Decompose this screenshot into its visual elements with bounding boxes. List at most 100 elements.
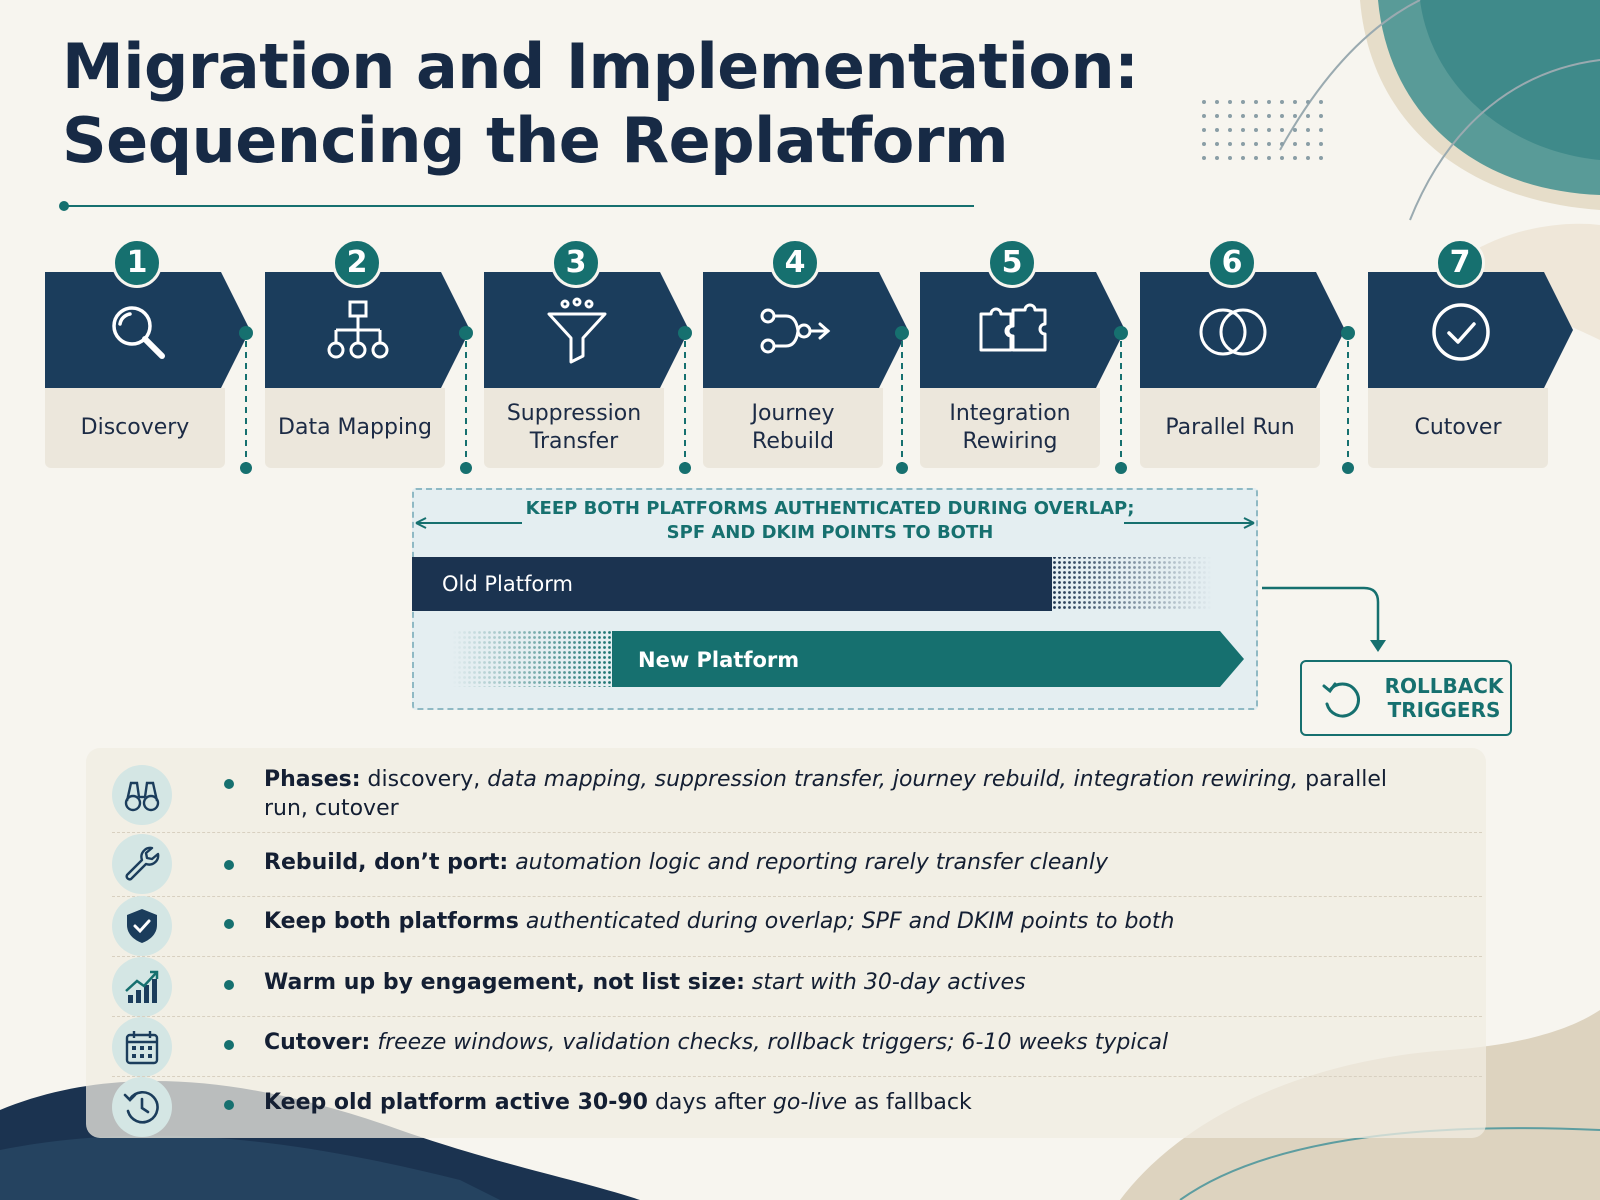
decor-dot [1319,114,1323,118]
bullet-dot [224,1100,234,1110]
step-label: Data Mapping [265,388,445,468]
decor-dot [1280,128,1284,132]
decor-dot [1202,156,1206,160]
decor-dot [1215,100,1219,104]
step-header [265,272,470,388]
calendar-icon [125,1031,159,1065]
step-number: 7 [1435,238,1485,288]
step-header [1140,272,1345,388]
rollback-icon [1322,682,1360,718]
step-label: Discovery [45,388,225,468]
row-divider [112,1016,1482,1017]
decor-dot [1254,128,1258,132]
puzzle-icon [979,303,1047,352]
decor-dot [1293,156,1297,160]
decor-dot [1228,128,1232,132]
decor-dot [1267,128,1271,132]
step-discovery: 1 Discovery [45,238,250,468]
page-title: Migration and Implementation: Sequencing… [62,30,1139,177]
journey-branch-icon [760,308,831,354]
hierarchy-icon [327,300,389,359]
step-label: Parallel Run [1140,388,1320,468]
binoculars-icon [124,781,160,812]
decor-dot [1306,114,1310,118]
step-header [1368,272,1573,388]
decor-dot [1306,100,1310,104]
step-header [703,272,908,388]
decor-dot [1241,100,1245,104]
decor-dot [1280,100,1284,104]
bullet-icon [112,1077,172,1137]
decor-dot [1215,128,1219,132]
step-label: Suppression Transfer [484,388,664,468]
decor-dot [1306,128,1310,132]
step-number: 1 [112,238,162,288]
row-divider [112,896,1482,897]
bullet-icon [112,765,172,825]
step-label: Integration Rewiring [920,388,1100,468]
overlapping-circles-icon [1199,308,1267,356]
decor-dot [1254,114,1258,118]
growth-chart-icon [125,970,159,1003]
step-suppression-transfer: 3 Suppression Transfer [484,238,689,468]
decor-dot [1228,142,1232,146]
overlap-note: KEEP BOTH PLATFORMS AUTHENTICATED DURING… [525,498,1135,543]
bullet-dot [224,1040,234,1050]
decor-dot [1228,156,1232,160]
step-journey-rebuild: 4 Journey Rebuild [703,238,908,468]
bullet-text: Rebuild, don’t port: automation logic an… [264,850,1108,875]
decor-dot [1280,156,1284,160]
decor-dot [1228,100,1232,104]
decor-dot [1267,114,1271,118]
decor-dot [1293,142,1297,146]
bullet-icon [112,1017,172,1077]
decor-dot [1215,114,1219,118]
funnel-icon [547,297,607,364]
new-platform-bar-label: New Platform [638,648,800,672]
step-number: 2 [332,238,382,288]
step-header [484,272,689,388]
decor-dot [1293,100,1297,104]
decor-dot [1319,100,1323,104]
check-circle-icon [1432,303,1490,361]
wrench-icon [125,846,160,881]
shield-check-icon [127,909,157,943]
step-connector [459,326,473,474]
rollback-arrow [1262,586,1386,652]
decor-dot [1319,128,1323,132]
overlap-span-arrows [415,517,1255,529]
row-divider [112,1076,1482,1077]
step-parallel-run: 6 Parallel Run [1140,238,1345,468]
decor-dot [1293,114,1297,118]
step-connector [239,326,253,474]
row-divider [112,832,1482,833]
row-divider [112,956,1482,957]
decor-dot [1241,128,1245,132]
step-data-mapping: 2 Data Mapping [265,238,470,468]
decor-dot [1202,114,1206,118]
step-connector [1114,326,1128,474]
bullet-dot [224,779,234,789]
decor-dot [1215,142,1219,146]
bullet-text: Phases: discovery, data mapping, suppres… [264,767,1387,821]
bullet-icon [112,834,172,894]
decor-dot [1319,142,1323,146]
bullet-text: Keep both platforms authenticated during… [264,909,1175,934]
decor-dot [1267,156,1271,160]
step-header [45,272,250,388]
bullet-dot [224,860,234,870]
rollback-triggers-box: ROLLBACK TRIGGERS [1300,660,1512,736]
bullet-text: Cutover: freeze windows, validation chec… [264,1030,1169,1055]
bullet-icon [112,896,172,956]
decor-dot [1241,156,1245,160]
dot-grid-decoration [1202,100,1323,160]
step-header [920,272,1125,388]
decor-dot [1280,142,1284,146]
decor-dot [1254,156,1258,160]
title-underline [59,201,974,211]
decor-dot [1319,156,1323,160]
decor-dot [1293,128,1297,132]
decor-dot [1215,156,1219,160]
decor-dot [1306,142,1310,146]
decor-dot [1267,100,1271,104]
